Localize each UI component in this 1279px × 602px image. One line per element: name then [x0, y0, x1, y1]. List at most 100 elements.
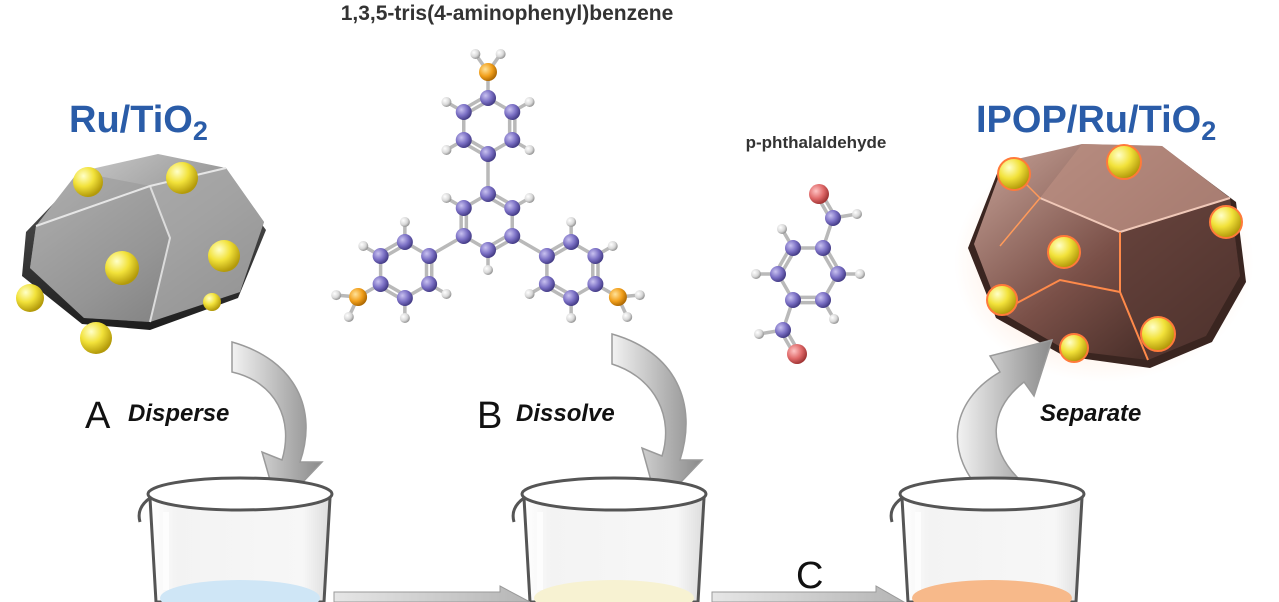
ipop-ru-tio2-particle	[954, 142, 1254, 382]
beaker-a	[137, 476, 334, 602]
ru-nanoparticle	[1209, 205, 1243, 239]
nitrogen-atom	[349, 288, 368, 306]
ru-tio2-particle	[16, 154, 266, 354]
hydrogen-atom	[754, 328, 764, 339]
hydrogen-atom	[566, 217, 577, 227]
hydrogen-atom	[524, 97, 535, 107]
hydrogen-atom	[343, 311, 354, 322]
carbon-atom	[455, 200, 472, 216]
ru-nanoparticle	[166, 162, 198, 194]
ru-nanoparticle	[1047, 235, 1081, 269]
ru-nanoparticle	[80, 322, 112, 354]
catalyst-label: Ru/TiO2	[69, 99, 208, 146]
hydrogen-atom	[399, 217, 410, 227]
hydrogen-atom	[470, 48, 481, 59]
ru-nanoparticle	[1059, 333, 1089, 363]
step-b-action: Dissolve	[516, 400, 615, 427]
hydrogen-atom	[751, 269, 761, 279]
pda-molecule-model	[751, 184, 865, 364]
hydrogen-atom	[777, 223, 787, 234]
carbon-atom	[785, 240, 801, 257]
ru-nanoparticle	[1140, 316, 1176, 352]
carbon-atom	[372, 276, 389, 292]
nitrogen-atom	[479, 63, 497, 81]
hydrogen-atom	[855, 269, 865, 279]
hydrogen-atom	[524, 145, 535, 155]
hydrogen-atom	[634, 290, 645, 301]
carbon-atom	[504, 228, 521, 244]
carbon-atom	[455, 104, 472, 120]
hydrogen-atom	[358, 241, 369, 251]
carbon-atom	[538, 276, 555, 292]
carbon-atom	[775, 321, 791, 338]
carbon-atom	[372, 248, 389, 264]
hydrogen-atom	[399, 313, 410, 323]
step-separate-action: Separate	[1040, 400, 1141, 427]
hydrogen-atom	[607, 241, 618, 251]
carbon-atom	[455, 132, 472, 148]
carbon-atom	[480, 242, 496, 258]
carbon-atom	[480, 186, 496, 202]
hydrogen-atom	[483, 265, 493, 275]
step-c-letter: C	[796, 555, 823, 597]
hydrogen-atom	[622, 311, 633, 322]
tab-molecule-label: 1,3,5-tris(4-aminophenyl)benzene	[341, 2, 674, 25]
hydrogen-atom	[524, 193, 535, 203]
carbon-atom	[563, 290, 580, 306]
hydrogen-atom	[829, 314, 839, 325]
carbon-atom	[504, 104, 521, 120]
ru-nanoparticle	[208, 240, 240, 272]
carbon-atom	[825, 210, 841, 227]
ru-nanoparticle	[105, 251, 139, 285]
step-b-letter: B	[477, 395, 502, 437]
hydrogen-atom	[441, 289, 452, 299]
solution-a	[160, 580, 320, 602]
carbon-atom	[421, 276, 438, 292]
carbon-atom	[421, 248, 438, 264]
step-a-letter: A	[85, 395, 111, 437]
hydrogen-atom	[852, 209, 862, 220]
carbon-atom	[504, 132, 521, 148]
oxygen-atom	[809, 184, 829, 205]
ru-nanoparticle	[73, 167, 103, 197]
carbon-atom	[830, 266, 846, 282]
hydrogen-atom	[441, 97, 452, 107]
ru-nanoparticle	[997, 157, 1031, 191]
hydrogen-atom	[495, 48, 506, 59]
carbon-atom	[538, 248, 555, 264]
carbon-atom	[396, 234, 413, 250]
ru-nanoparticle	[203, 293, 221, 311]
hydrogen-atom	[331, 290, 342, 301]
hydrogen-atom	[566, 313, 577, 323]
beaker-b	[511, 476, 708, 602]
nitrogen-atom	[608, 288, 627, 306]
step-a-action: Disperse	[128, 400, 229, 427]
hydrogen-atom	[524, 289, 535, 299]
carbon-atom	[815, 291, 831, 308]
carbon-atom	[563, 234, 580, 250]
carbon-atom	[480, 146, 496, 162]
carbon-atom	[504, 200, 521, 216]
product-label: IPOP/Ru/TiO2	[976, 99, 1216, 146]
carbon-atom	[587, 276, 604, 292]
carbon-atom	[770, 266, 786, 282]
carbon-atom	[587, 248, 604, 264]
ru-nanoparticle	[986, 284, 1018, 316]
arrow-a-to-b	[333, 585, 531, 602]
carbon-atom	[396, 290, 413, 306]
arrow-b-to-c	[711, 585, 906, 602]
pda-molecule-label: p-phthalaldehyde	[746, 133, 887, 152]
hydrogen-atom	[441, 193, 452, 203]
carbon-atom	[785, 291, 801, 308]
ru-nanoparticle	[16, 284, 44, 312]
solution-b	[534, 580, 694, 602]
carbon-atom	[815, 240, 831, 257]
beaker-c	[889, 476, 1086, 602]
oxygen-atom	[787, 343, 807, 364]
carbon-atom	[455, 228, 472, 244]
arrow-separate	[956, 338, 1054, 497]
solution-c	[912, 580, 1072, 602]
ru-nanoparticle	[1106, 144, 1142, 180]
carbon-atom	[480, 90, 496, 106]
